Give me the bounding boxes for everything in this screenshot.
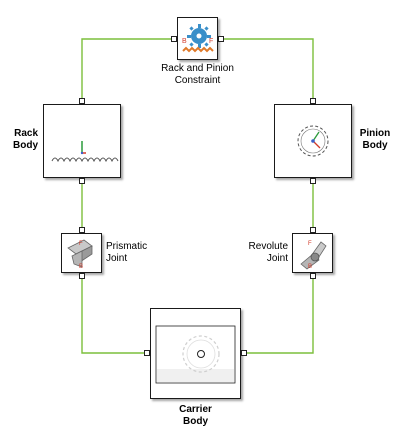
follower-port-glyph: F <box>209 38 213 45</box>
prismatic-port-bottom[interactable] <box>79 273 85 279</box>
wire-prismatic-to-carrier <box>81 276 148 354</box>
revolute-label-line1: Revolute <box>248 241 288 252</box>
rack-body-port-bottom[interactable] <box>79 178 85 184</box>
prismatic-joint-icon: F B <box>67 239 93 270</box>
wire-constraint-to-rack <box>81 38 173 101</box>
rack-body-label: Rack Body <box>4 128 38 152</box>
prismatic-label-line1: Prismatic <box>106 241 148 252</box>
revolute-port-bottom[interactable] <box>310 273 316 279</box>
constraint-label: Rack and Pinion Constraint <box>140 63 255 87</box>
rack-pinion-gear-icon: B F <box>182 24 214 53</box>
prismatic-joint-label: Prismatic Joint <box>106 241 166 265</box>
rack-pinion-constraint-block[interactable]: B F <box>177 17 218 60</box>
prismatic-joint-block[interactable]: F B <box>61 233 102 273</box>
constraint-port-follower[interactable] <box>218 36 224 42</box>
prismatic-port-top[interactable] <box>79 227 85 233</box>
wire-constraint-to-pinion <box>221 38 314 101</box>
carrier-body-label: Carrier Body <box>150 404 241 428</box>
revolute-joint-icon: F B <box>300 241 327 270</box>
revolute-joint-label: Revolute Joint <box>228 241 288 265</box>
svg-text:B: B <box>308 264 312 270</box>
base-port-glyph: B <box>182 38 187 45</box>
revolute-port-top[interactable] <box>310 227 316 233</box>
wire-revolute-to-carrier <box>243 276 314 354</box>
carrier-label-line2: Body <box>183 416 208 427</box>
carrier-port-right[interactable] <box>241 350 247 356</box>
rack-icon <box>51 141 119 163</box>
carrier-body-icon <box>155 325 236 384</box>
pinion-gear-icon <box>297 125 329 157</box>
pinion-body-port-bottom[interactable] <box>310 178 316 184</box>
pinion-body-label-line1: Pinion <box>359 128 391 139</box>
rack-body-label-line1: Rack <box>14 128 38 139</box>
revolute-joint-block[interactable]: F B <box>292 233 333 273</box>
svg-text:F: F <box>79 241 83 247</box>
constraint-label-line1: Rack and Pinion <box>161 63 234 74</box>
svg-text:B: B <box>79 264 83 270</box>
carrier-port-left[interactable] <box>144 350 150 356</box>
pinion-body-block[interactable] <box>274 104 352 178</box>
rack-body-port-top[interactable] <box>79 98 85 104</box>
rack-body-block[interactable] <box>43 104 121 178</box>
carrier-body-block[interactable] <box>150 308 241 399</box>
pinion-body-label-line2: Body <box>362 140 388 151</box>
prismatic-label-line2: Joint <box>106 253 128 264</box>
revolute-label-line2: Joint <box>266 253 288 264</box>
carrier-label-line1: Carrier <box>179 404 212 415</box>
constraint-label-line2: Constraint <box>174 75 221 86</box>
pinion-body-label: Pinion Body <box>355 128 395 152</box>
constraint-port-base[interactable] <box>171 36 177 42</box>
rack-body-label-line2: Body <box>13 140 38 151</box>
pinion-body-port-top[interactable] <box>310 98 316 104</box>
svg-text:F: F <box>308 241 312 247</box>
